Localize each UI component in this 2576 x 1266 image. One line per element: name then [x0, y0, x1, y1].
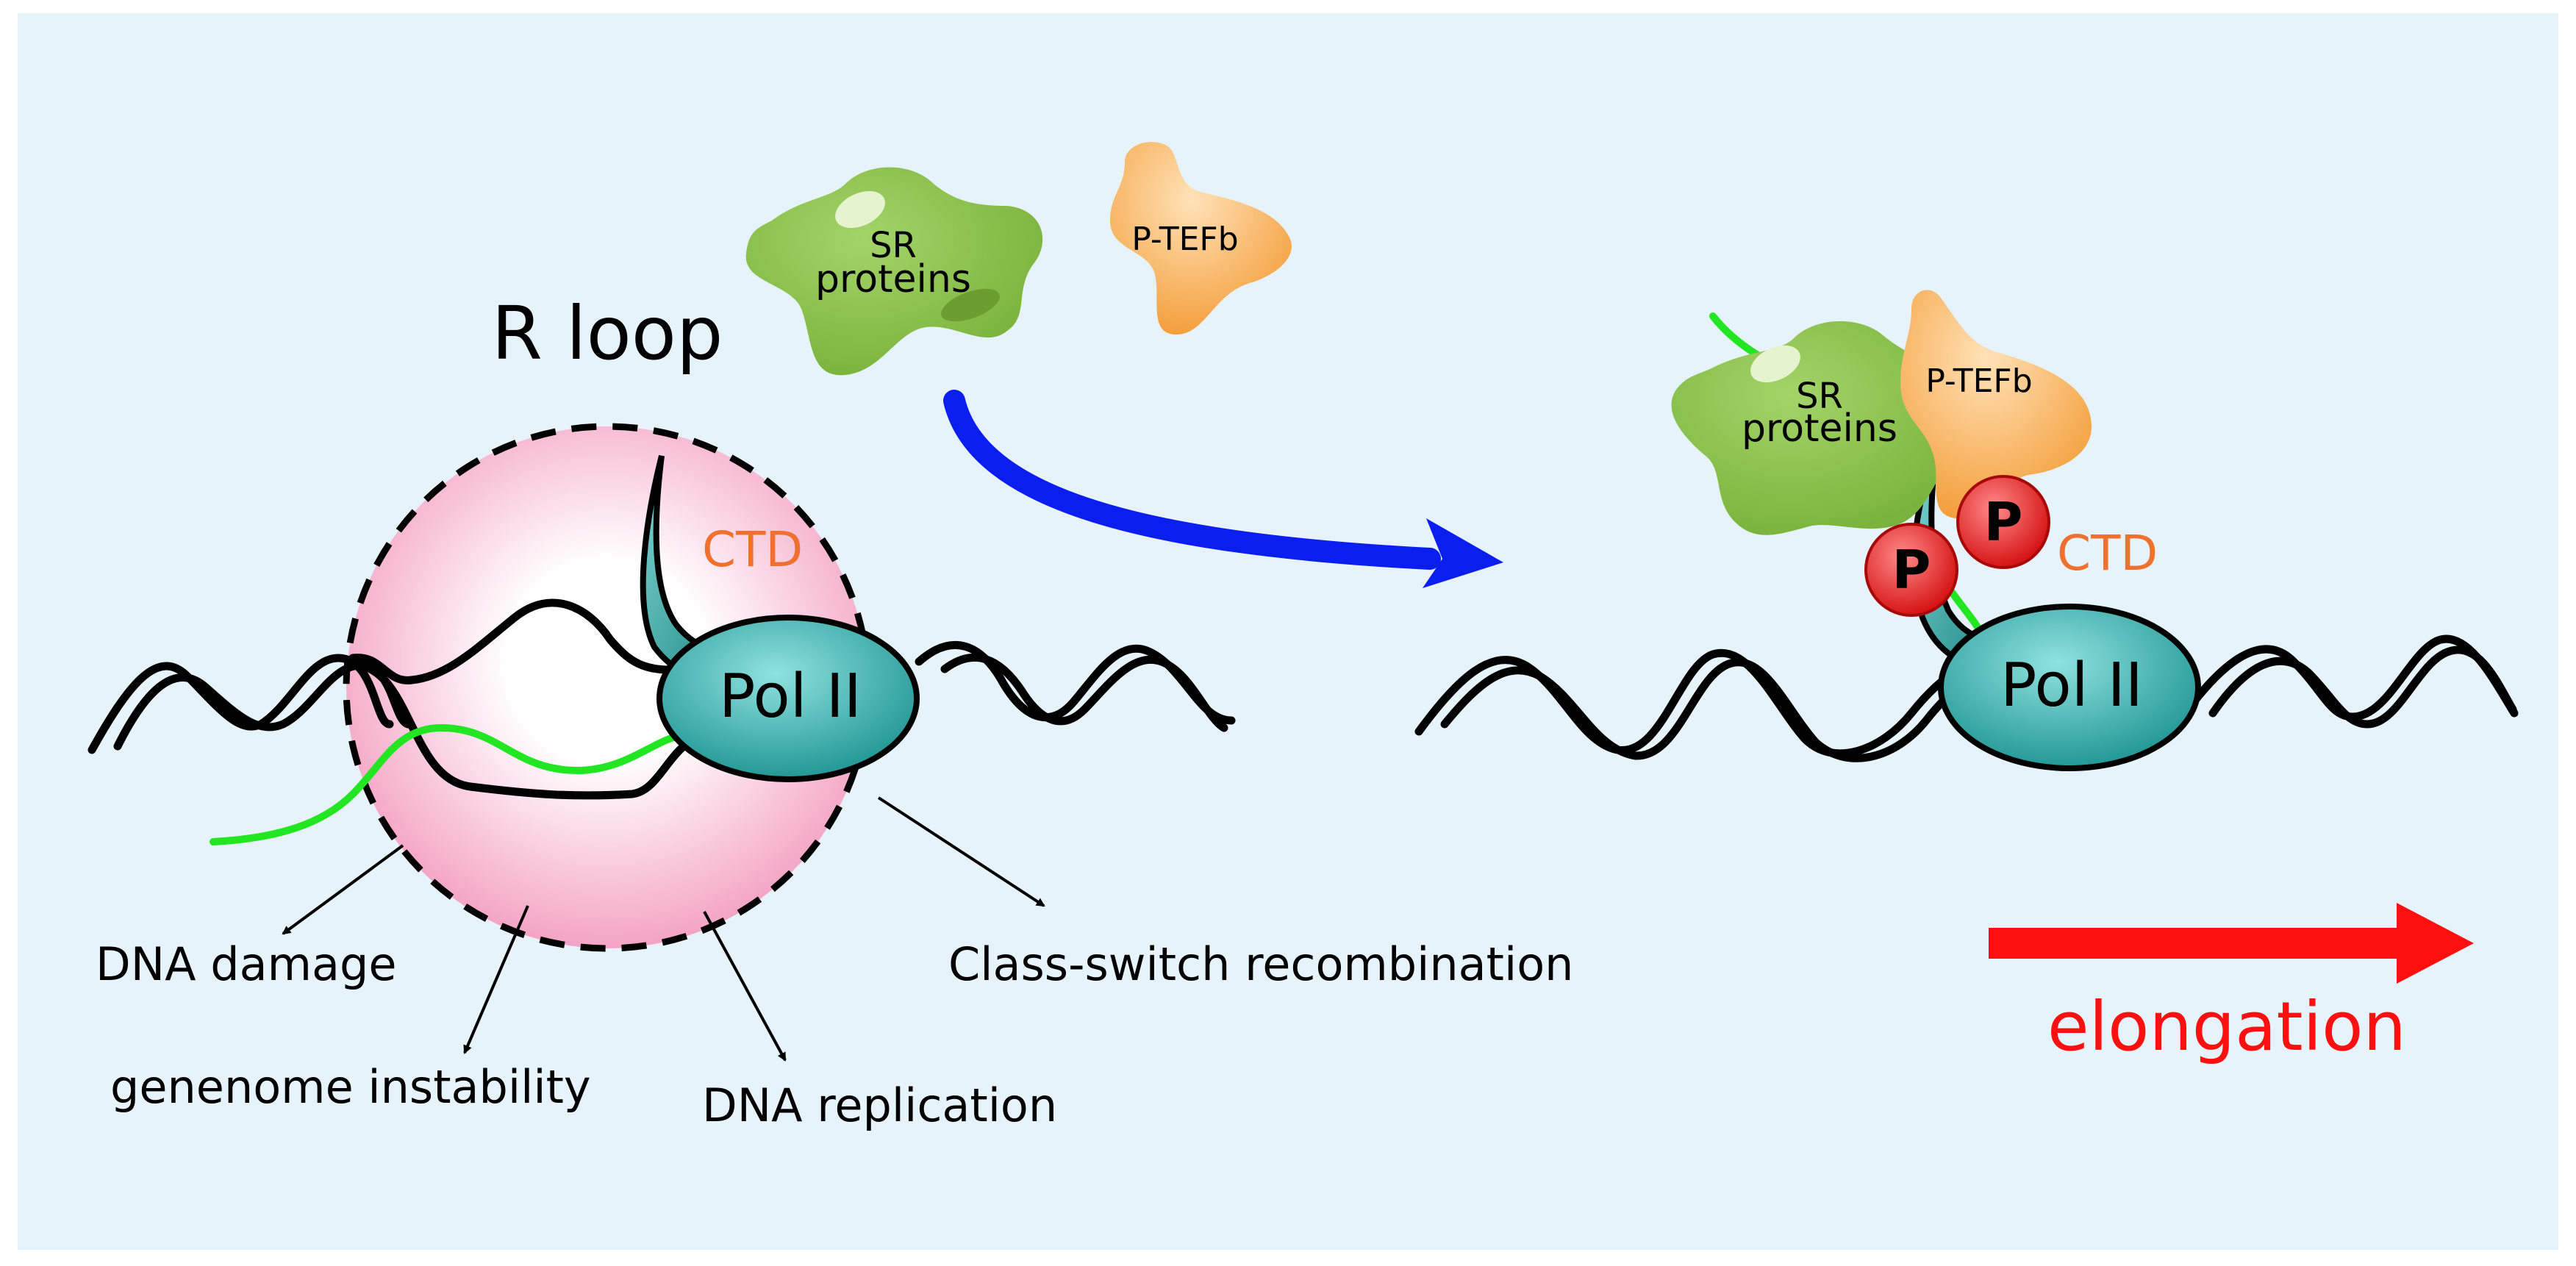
outcome-class-switch: Class-switch recombination: [948, 937, 1573, 991]
ptefb-right-label: P-TEFb: [1925, 362, 2032, 400]
left-pol2-label: Pol II: [719, 662, 862, 732]
elongation-label: elongation: [2047, 987, 2406, 1066]
right-pol2-label: Pol II: [2000, 651, 2143, 720]
ptefb-right-shape: [1900, 290, 2092, 519]
process-arrow-shaft: [943, 390, 1441, 570]
right-pol2-ellipse: [1938, 604, 2201, 771]
outcome-dna-damage: DNA damage: [96, 937, 396, 991]
phospho-label-1: P: [1892, 539, 1931, 601]
left-r-loop-strands: [210, 598, 710, 845]
sr-top-label-line2: proteins: [815, 257, 971, 301]
outcome-dna-replication: DNA replication: [702, 1079, 1057, 1132]
sr-right-highlight: [1750, 345, 1800, 383]
sr-top-highlight: [835, 190, 885, 229]
outcome-genome-instability: genenome instability: [110, 1060, 591, 1114]
elongation-arrow-shaft: [1989, 928, 2411, 959]
phospho-circle-2: [1956, 475, 2050, 569]
arrow-genome-instability: [463, 905, 529, 1054]
phospho-label-2: P: [1984, 491, 2023, 553]
right-dna-helix: [1414, 634, 2519, 762]
arrow-class-switch: [877, 796, 1045, 907]
sr-top-label-line1: SR: [870, 225, 917, 266]
sr-proteins-top-shape: [745, 167, 1043, 376]
phospho-circle-1: [1864, 523, 1958, 617]
sr-top-shadow: [941, 288, 1000, 322]
sr-proteins-right-shape: [1671, 321, 1972, 535]
sr-right-label-line2: proteins: [1742, 407, 1897, 451]
ptefb-top-shape: [1110, 141, 1292, 335]
left-ctd-label: CTD: [702, 521, 803, 578]
process-arrow-head: [1423, 518, 1503, 588]
outcome-arrows: [282, 796, 1045, 1062]
elongation-arrow-head: [2397, 903, 2474, 984]
sr-right-label-line1: SR: [1796, 376, 1843, 417]
r-loop-title: R loop: [492, 290, 723, 376]
arrow-dna-damage: [282, 844, 404, 935]
left-pol2-ellipse: [656, 615, 920, 782]
ptefb-top-label: P-TEFb: [1131, 221, 1238, 258]
right-ctd-label: CTD: [2057, 525, 2158, 582]
arrow-dna-replication: [703, 911, 787, 1062]
